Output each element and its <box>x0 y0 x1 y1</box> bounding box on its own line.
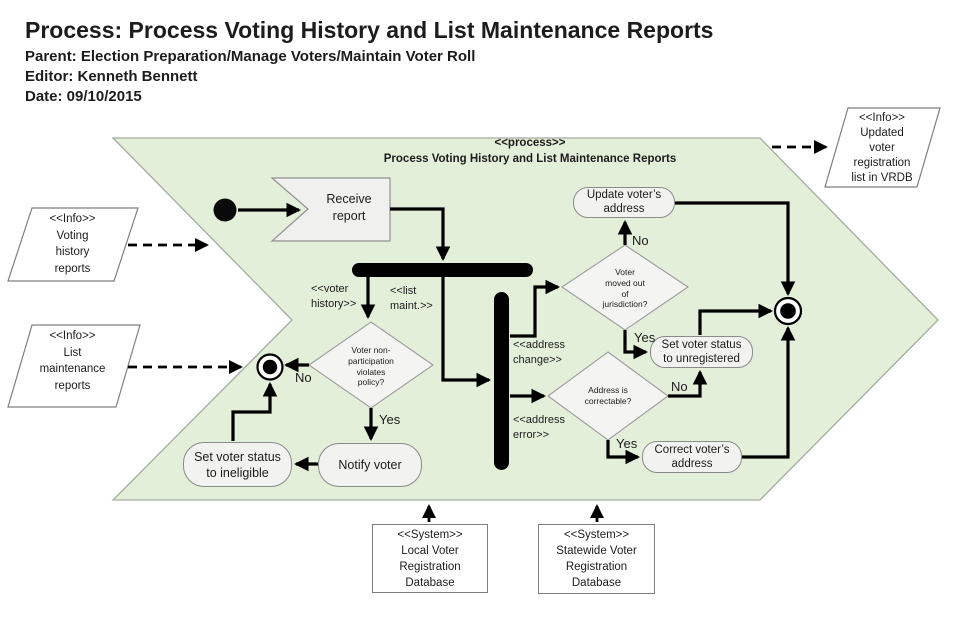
process-name: Process Voting History and List Maintena… <box>383 153 677 165</box>
page-editor: Editor: Kenneth Bennett <box>25 68 198 85</box>
info-list-maintenance-label: <<Info>> List maintenance reports <box>39 330 106 392</box>
edge-fork-to-vbar <box>441 277 492 388</box>
edge-receive-to-fork <box>390 207 451 262</box>
fork-bar-vertical <box>494 292 509 470</box>
decision-moved-out-label: Voter moved out of jurisdiction? <box>602 267 648 310</box>
info-voting-history-shape <box>7 207 139 282</box>
flow-address-change-label: <<address change>> <box>513 339 565 366</box>
action-notify-voter: Notify voter <box>318 443 422 487</box>
decision-non-participation-label: Voter non- participation violates policy… <box>348 345 394 388</box>
page-title: Process: Process Voting History and List… <box>25 17 714 43</box>
edge-correctable-no-unregistered <box>668 369 708 398</box>
guard-nonpart-no: No <box>295 370 312 385</box>
info-updated-vrdb-shape <box>824 107 941 188</box>
final-node-right <box>773 296 803 326</box>
action-set-unregistered: Set voter status to unregistered <box>650 336 753 368</box>
guard-nonpart-yes: Yes <box>379 412 401 427</box>
receive-report-label: Receive report <box>326 192 372 223</box>
final-node-left <box>256 353 284 381</box>
fork-bar-horizontal <box>352 263 533 277</box>
system-statewide-db: <<System>> Statewide Voter Registration … <box>538 524 655 594</box>
receive-report-shape <box>270 177 391 242</box>
action-set-ineligible: Set voter status to ineligible <box>183 442 292 487</box>
guard-correctable-no: No <box>671 379 688 394</box>
guard-moved-yes: Yes <box>634 330 656 345</box>
guard-moved-no: No <box>632 233 649 248</box>
decision-correctable-label: Address is correctable? <box>584 385 632 406</box>
info-voting-history-label: <<Info>> Voting history reports <box>49 213 96 275</box>
edge-unregistered-to-final <box>698 303 774 335</box>
edge-movedout-yes-unregistered <box>623 330 649 360</box>
flow-voter-history-label: <<voter history>> <box>311 283 357 310</box>
edge-update-to-final <box>675 201 796 297</box>
info-updated-vrdb-label: <<Info>> Updated voter registration list… <box>851 112 913 184</box>
info-list-maintenance-shape <box>7 324 141 408</box>
system-local-db: <<System>> Local Voter Registration Data… <box>372 524 488 593</box>
initial-node <box>213 198 237 222</box>
flow-list-maint-label: <<list maint.>> <box>390 285 433 312</box>
edge-ineligible-to-final <box>231 381 278 441</box>
action-update-address: Update voter’s address <box>573 187 675 218</box>
edge-correct-to-final <box>742 325 796 459</box>
flow-address-error-label: <<address error>> <box>513 414 565 441</box>
action-correct-address: Correct voter’s address <box>642 441 742 473</box>
edge-correctable-yes-correct <box>606 440 641 465</box>
page-date: Date: 09/10/2015 <box>25 88 142 105</box>
edge-vbar-to-movedout <box>510 279 561 338</box>
guard-correctable-yes: Yes <box>616 436 638 451</box>
page-parent: Parent: Election Preparation/Manage Vote… <box>25 48 476 65</box>
process-stereotype: <<process>> <box>494 137 566 149</box>
